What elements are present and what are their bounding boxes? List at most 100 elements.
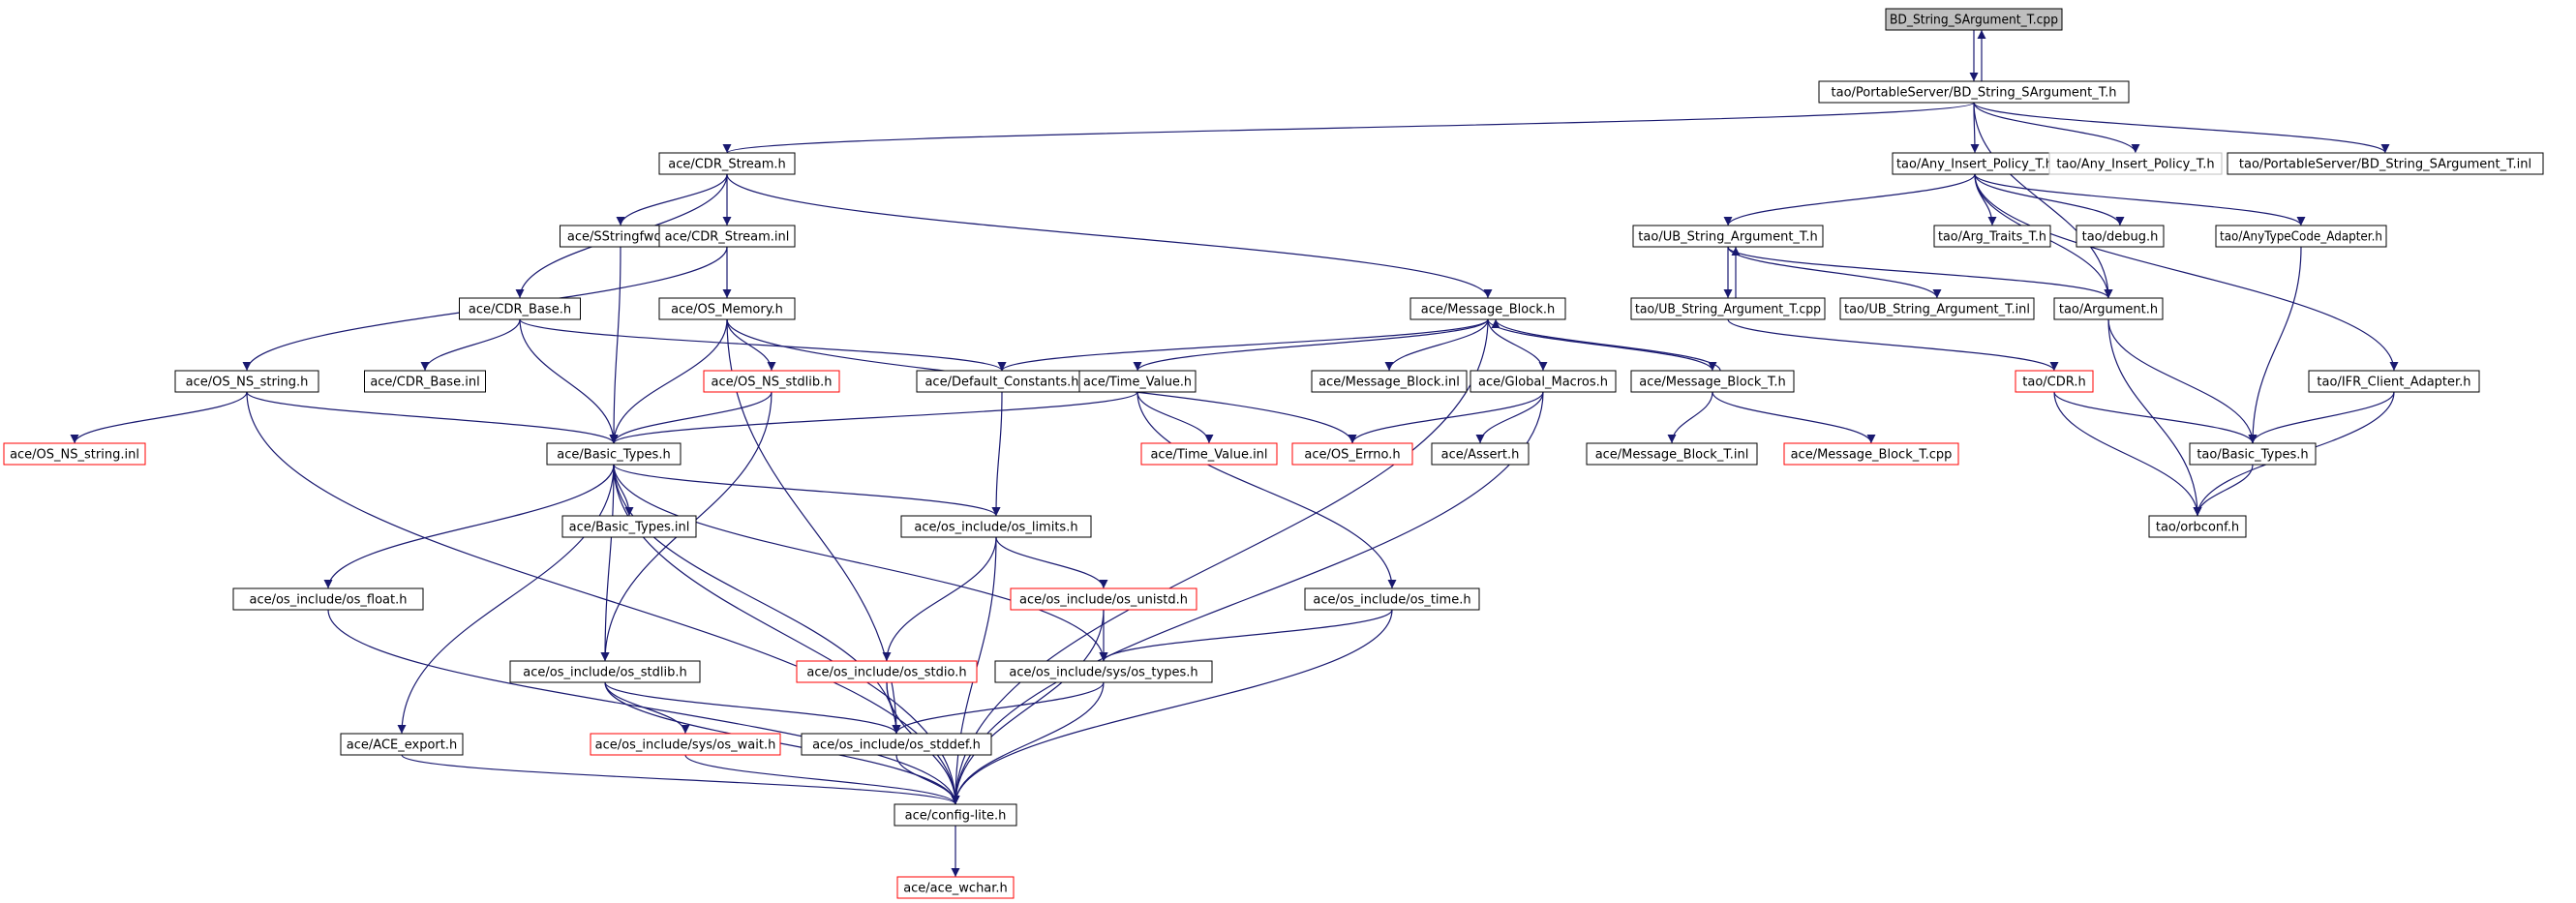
- edge-ace-ace-export-h-to-ace-config-lite-h: [401, 754, 960, 805]
- node-ace-os-ns-string-h[interactable]: ace/OS_NS_string.h: [174, 370, 319, 393]
- node-label: ace/Basic_Types.inl: [569, 521, 690, 535]
- edge-tao-any-insert-policy-t-h-to-tao-debug-h: [1974, 173, 2125, 226]
- node-ace-global-macros-h[interactable]: ace/Global_Macros.h: [1470, 370, 1617, 393]
- node-box: [2053, 297, 2164, 320]
- node-ace-os-include-os-unistd-h[interactable]: ace/os_include/os_unistd.h: [1010, 587, 1197, 611]
- node-tao-ifr-client-adapter-h[interactable]: tao/IFR_Client_Adapter.h: [2308, 370, 2480, 393]
- edge-tao-cdr-h-to-tao-orbconf-h: [2053, 391, 2202, 517]
- node-ace-os-include-os-float-h[interactable]: ace/os_include/os_float.h: [232, 587, 424, 611]
- node-label: ace/os_include/sys/os_types.h: [1009, 666, 1197, 680]
- node-ace-os-include-sys-os-wait-h[interactable]: ace/os_include/sys/os_wait.h: [590, 733, 781, 756]
- node-tao-ub-string-argument-t-h[interactable]: tao/UB_String_Argument_T.h: [1632, 225, 1824, 248]
- node-ace-message-block-t-h[interactable]: ace/Message_Block_T.h: [1630, 370, 1795, 393]
- node-ace-time-value-h[interactable]: ace/Time_Value.h: [1078, 370, 1197, 393]
- node-label: ace/CDR_Base.inl: [370, 376, 479, 390]
- edge-ace-basic-types-h-to-ace-os-include-sys-os-types-h: [613, 464, 1108, 662]
- edge-ace-message-block-h-to-ace-default-constants-h: [997, 318, 1489, 372]
- edge-ace-cdr-base-h-to-ace-default-constants-h: [519, 318, 1007, 372]
- node-ace-cdr-stream-h[interactable]: ace/CDR_Stream.h: [658, 152, 796, 175]
- node-box: [1632, 225, 1824, 248]
- node-ace-ace-wchar-h[interactable]: ace/ace_wchar.h: [896, 876, 1015, 899]
- edge-ace-os-memory-h-to-ace-basic-types-h: [609, 318, 728, 444]
- node-box: [1783, 442, 1959, 466]
- node-label: tao/debug.h: [2082, 230, 2159, 245]
- node-label: ace/os_include/os_time.h: [1313, 593, 1470, 608]
- edge-ace-default-constants-h-to-ace-os-include-os-limits-h: [991, 391, 1003, 517]
- node-ace-cdr-base-inl[interactable]: ace/CDR_Base.inl: [364, 370, 486, 393]
- node-ace-os-memory-h[interactable]: ace/OS_Memory.h: [658, 297, 796, 320]
- node-label: ace/os_include/os_stdio.h: [806, 666, 966, 680]
- node-ace-os-ns-string-inl[interactable]: ace/OS_NS_string.inl: [3, 442, 146, 466]
- node-tao-debug-h[interactable]: tao/debug.h: [2076, 225, 2165, 248]
- edge-tao-basic-types-h-to-tao-orbconf-h: [2193, 464, 2254, 517]
- node-box: [340, 733, 464, 756]
- edge-ace-os-include-os-stdlib-h-to-ace-os-include-sys-os-wait-h: [604, 681, 690, 735]
- node-label: tao/UB_String_Argument_T.h: [1638, 230, 1817, 245]
- node-box: [896, 876, 1015, 899]
- node-tao-portableserver-bd-string-sargument-t-inl[interactable]: tao/PortableServer/BD_String_SArgument_T…: [2227, 152, 2544, 175]
- node-label: tao/IFR_Client_Adapter.h: [2317, 376, 2470, 390]
- node-ace-message-block-h[interactable]: ace/Message_Block.h: [1409, 297, 1566, 320]
- node-ace-config-lite-h[interactable]: ace/config-lite.h: [894, 803, 1017, 827]
- node-ace-os-errno-h[interactable]: ace/OS_Errno.h: [1291, 442, 1413, 466]
- node-box: [1140, 442, 1278, 466]
- edge-tao-any-insert-policy-t-h-to-tao-ub-string-argument-t-h: [1723, 173, 1976, 226]
- node-tao-argument-h[interactable]: tao/Argument.h: [2053, 297, 2164, 320]
- node-label: ace/Message_Block.inl: [1318, 376, 1460, 390]
- node-tao-any-insert-policy-t-h[interactable]: tao/Any_Insert_Policy_T.h: [1892, 152, 2058, 175]
- node-box: [2308, 370, 2480, 393]
- node-tao-ub-string-argument-t-cpp[interactable]: tao/UB_String_Argument_T.cpp: [1630, 297, 1826, 320]
- node-ace-basic-types-h[interactable]: ace/Basic_Types.h: [546, 442, 682, 466]
- node-label: tao/UB_String_Argument_T.cpp: [1635, 303, 1821, 317]
- node-ace-ace-export-h[interactable]: ace/ACE_export.h: [340, 733, 464, 756]
- node-ace-message-block-t-cpp[interactable]: ace/Message_Block_T.cpp: [1783, 442, 1959, 466]
- node-tao-basic-types-h[interactable]: tao/Basic_Types.h: [2189, 442, 2317, 466]
- node-box: [1409, 297, 1566, 320]
- node-ace-assert-h[interactable]: ace/Assert.h: [1431, 442, 1530, 466]
- edge-ace-os-include-os-time-h-to-ace-config-lite-h: [951, 609, 1393, 805]
- node-tao-any-insert-policy-t-h[interactable]: tao/Any_Insert_Policy_T.h: [2048, 152, 2223, 175]
- edge-ace-os-include-sys-os-types-h-to-ace-config-lite-h: [951, 681, 1105, 805]
- node-box: [994, 660, 1213, 683]
- edge-ace-basic-types-h-to-ace-os-include-os-stddef-h: [613, 464, 901, 735]
- edge-ace-os-include-os-unistd-h-to-ace-config-lite-h: [951, 609, 1105, 805]
- node-ace-os-include-os-time-h[interactable]: ace/os_include/os_time.h: [1304, 587, 1480, 611]
- edge-ace-message-block-t-h-to-ace-message-block-t-inl: [1667, 391, 1713, 444]
- node-ace-sstringfwd-h[interactable]: ace/SStringfwd.h: [560, 225, 682, 248]
- node-box: [590, 733, 781, 756]
- node-box: [1304, 587, 1480, 611]
- node-ace-message-block-t-inl[interactable]: ace/Message_Block_T.inl: [1586, 442, 1758, 466]
- node-tao-anytypecode-adapter-h[interactable]: tao/AnyTypeCode_Adapter.h: [2215, 225, 2387, 248]
- edge-ace-os-include-sys-os-wait-h-to-ace-config-lite-h: [684, 754, 960, 805]
- node-ace-cdr-base-h[interactable]: ace/CDR_Base.h: [459, 297, 581, 320]
- node-tao-portableserver-bd-string-sargument-t-h[interactable]: tao/PortableServer/BD_String_SArgument_T…: [1818, 80, 2130, 104]
- node-ace-basic-types-inl[interactable]: ace/Basic_Types.inl: [561, 515, 697, 538]
- node-ace-cdr-stream-inl[interactable]: ace/CDR_Stream.inl: [658, 225, 796, 248]
- node-tao-cdr-h[interactable]: tao/CDR.h: [2015, 370, 2094, 393]
- node-box: [1839, 297, 2035, 320]
- node-box: [2215, 225, 2387, 248]
- node-box: [3, 442, 146, 466]
- node-ace-os-include-os-limits-h[interactable]: ace/os_include/os_limits.h: [900, 515, 1092, 538]
- node-box: [796, 660, 978, 683]
- node-ace-time-value-inl[interactable]: ace/Time_Value.inl: [1140, 442, 1278, 466]
- node-box: [1630, 297, 1826, 320]
- node-ace-os-include-sys-os-types-h[interactable]: ace/os_include/sys/os_types.h: [994, 660, 1213, 683]
- node-ace-os-ns-stdlib-h[interactable]: ace/OS_NS_stdlib.h: [703, 370, 840, 393]
- node-label: tao/Argument.h: [2059, 303, 2158, 317]
- node-ace-default-constants-h[interactable]: ace/Default_Constants.h: [916, 370, 1088, 393]
- node-box: [1933, 225, 2051, 248]
- node-ace-os-include-os-stddef-h[interactable]: ace/os_include/os_stddef.h: [801, 733, 992, 756]
- node-box: [2015, 370, 2094, 393]
- edge-tao-ub-string-argument-t-h-to-tao-argument-h: [1727, 246, 2113, 299]
- node-ace-message-block-inl[interactable]: ace/Message_Block.inl: [1311, 370, 1468, 393]
- node-ace-os-include-os-stdlib-h[interactable]: ace/os_include/os_stdlib.h: [509, 660, 701, 683]
- node-tao-ub-string-argument-t-inl[interactable]: tao/UB_String_Argument_T.inl: [1839, 297, 2035, 320]
- edge-ace-os-include-os-limits-h-to-ace-os-include-os-unistd-h: [995, 536, 1108, 589]
- node-tao-orbconf-h[interactable]: tao/orbconf.h: [2148, 515, 2247, 538]
- edge-ace-message-block-t-h-to-ace-message-block-t-cpp: [1712, 391, 1876, 444]
- node-label: tao/orbconf.h: [2156, 521, 2239, 535]
- node-ace-os-include-os-stdio-h[interactable]: ace/os_include/os_stdio.h: [796, 660, 978, 683]
- node-layer: BD_String_SArgument_T.cpptao/PortableSer…: [3, 8, 2544, 899]
- node-tao-arg-traits-t-h[interactable]: tao/Arg_Traits_T.h: [1933, 225, 2051, 248]
